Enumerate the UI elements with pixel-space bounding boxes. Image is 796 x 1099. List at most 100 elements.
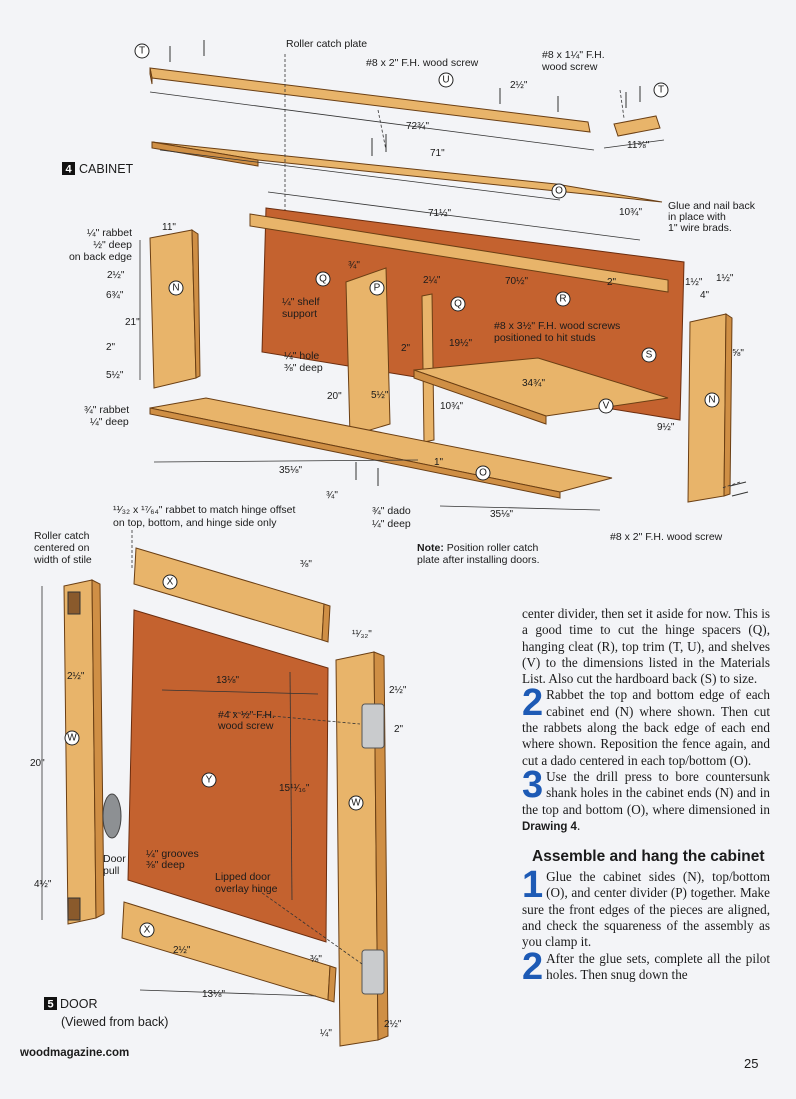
note-line2: plate after installing doors. — [417, 554, 540, 566]
dim-6-3-4: 6¾" — [106, 290, 124, 301]
dim-4-1-2: 4½" — [34, 879, 52, 890]
center-divider — [345, 267, 391, 437]
cabinet-end-right — [687, 313, 727, 503]
hinge-spacer — [421, 293, 435, 443]
dim-11-32: ¹¹⁄₃₂" — [352, 629, 372, 640]
callout-screws-312-line2: positioned to hit studs — [494, 332, 596, 344]
note-text: Position roller catch — [444, 542, 539, 554]
svg-text:W: W — [351, 798, 361, 809]
svg-text:P: P — [374, 283, 381, 294]
dim-20-mid: 20" — [327, 391, 342, 402]
door-drawing — [41, 530, 389, 1047]
dim-10-3-4-mid: 10¾" — [440, 401, 463, 412]
callout-screw-4-line1: #4 x ½" F.H. — [218, 709, 275, 721]
footer-website: woodmagazine.com — [20, 1047, 130, 1059]
callout-shelf-support-line1: ¼" shelf — [282, 296, 320, 308]
part-x-bottom: X — [139, 922, 155, 938]
dim-2-1-2-right-bottom: 2½" — [384, 1019, 402, 1030]
cabinet-drawing — [139, 40, 749, 511]
svg-text:V: V — [603, 401, 610, 412]
svg-text:S: S — [646, 350, 653, 361]
dim-2-right: 2" — [607, 277, 617, 288]
door-pull — [102, 793, 122, 839]
door-part-labels: X W Y W X — [64, 574, 364, 938]
callout-glue-line1: Glue and nail back — [668, 200, 756, 212]
dim-3-8-bottom: ⅜" — [310, 954, 322, 965]
step-number: 1 — [522, 864, 544, 907]
part-y: Y — [201, 772, 217, 788]
dim-35-1-8-right: 35⅛" — [490, 509, 513, 520]
callout-screws-312-line1: #8 x 3½" F.H. wood screws — [494, 320, 620, 332]
note-bold: Note: — [417, 542, 444, 554]
dim-13-1-8-top: 13⅛" — [216, 675, 239, 686]
dim-2-1-4: 2¼" — [423, 274, 441, 286]
step-text: Glue the cabinet sides (N), top/bottom (… — [522, 869, 770, 950]
svg-text:U: U — [442, 75, 449, 86]
part-q-left: Q — [315, 271, 331, 287]
svg-text:O: O — [479, 468, 487, 479]
page-number: 25 — [744, 1056, 759, 1071]
step-number: 3 — [522, 763, 544, 806]
part-u: U — [438, 72, 454, 88]
step-text: Use the drill press to bore countersunk … — [522, 768, 770, 817]
callout-roller-catch-line1: Roller catch — [34, 530, 90, 542]
dim-1-1-2-a: 1½" — [685, 277, 703, 288]
dim-10-3-4-top: 10¾" — [619, 207, 642, 218]
part-t-right: T — [653, 82, 669, 98]
callout-glue-line2: in place with — [668, 211, 726, 223]
dim-2: 2" — [394, 724, 404, 735]
svg-text:Q: Q — [319, 274, 327, 285]
callout-shelf-support-line2: support — [282, 308, 317, 320]
callout-rabbet-hinge-line1: ¹¹⁄₃₂ x ¹⁷⁄₆₄" rabbet to match hinge off… — [113, 504, 295, 516]
callout-rabbet-back-line1: ¼" rabbet — [87, 227, 132, 239]
hinge-top — [361, 703, 385, 749]
dim-1: 1" — [434, 457, 444, 468]
part-s: S — [641, 347, 657, 363]
part-r: R — [555, 291, 571, 307]
dim-3-4-top: ¾" — [348, 260, 360, 271]
part-o-bottom: O — [475, 465, 491, 481]
svg-text:T: T — [139, 46, 145, 57]
callout-rabbet-hinge-line2: on top, bottom, and hinge side only — [113, 517, 277, 529]
dim-1-4: ¼" — [320, 1027, 332, 1039]
callout-roller-catch-line2: centered on — [34, 542, 90, 554]
cabinet-part-labels: T U T O N Q P Q R S V N O — [134, 43, 720, 481]
roller-catch-bottom — [67, 897, 81, 921]
callout-hinge-line1: Lipped door — [215, 871, 271, 883]
dim-11: 11" — [162, 222, 176, 233]
dim-2-1-2-top: 2½" — [510, 80, 528, 91]
part-x-top: X — [162, 574, 178, 590]
svg-text:W: W — [67, 733, 77, 744]
dim-5-1-2-mid: 5½" — [371, 390, 389, 401]
door-figure-title: DOOR — [60, 997, 98, 1011]
part-n-left: N — [168, 280, 184, 296]
step-text: Rabbet the top and bottom edge of each c… — [522, 687, 770, 768]
callout-hole-line2: ⅜" deep — [284, 362, 323, 374]
dim-21: 21" — [125, 317, 140, 328]
dim-3-8-top: ⅜" — [300, 559, 312, 570]
screws — [169, 40, 749, 497]
dim-1-1-2-b: 1½" — [716, 273, 734, 284]
part-p: P — [369, 280, 385, 296]
article-text: center divider, then set it aside for no… — [522, 606, 770, 988]
dim-20: 20" — [30, 758, 45, 769]
hinge-bottom — [361, 949, 385, 995]
step-text: After the glue sets, complete all the pi… — [546, 950, 770, 982]
dim-4: 4" — [700, 290, 710, 301]
callout-screw-114-line2: wood screw — [541, 61, 598, 73]
dim-2-left: 2" — [106, 342, 116, 353]
figure-number: 4 — [65, 164, 72, 176]
callout-rabbet-back-line3: on back edge — [69, 251, 132, 263]
callout-door-pull-line1: Door — [103, 853, 126, 865]
step-number: 2 — [522, 945, 544, 988]
door-figure-number: 5 — [47, 999, 53, 1011]
dim-3-4-bottom: ¾" — [326, 490, 338, 501]
svg-text:R: R — [559, 294, 566, 305]
dim-19-1-2: 19½" — [449, 338, 472, 349]
dim-13-1-8-bottom: 13⅛" — [202, 989, 225, 1000]
svg-text:O: O — [555, 186, 563, 197]
